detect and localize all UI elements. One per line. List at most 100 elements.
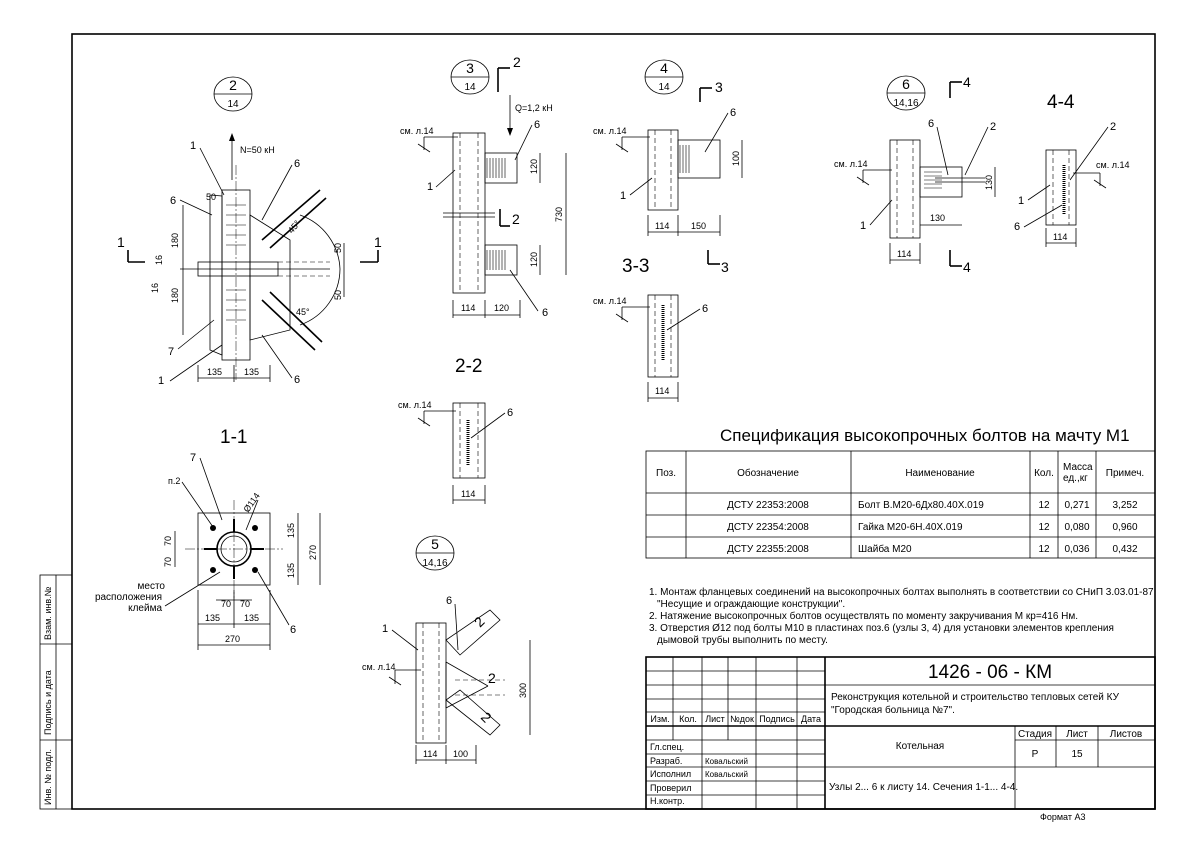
node-6-dim-130-h: 130 (930, 213, 945, 223)
s44-pos-1: 1 (1018, 195, 1024, 207)
s11-marker-line1: место (138, 581, 166, 592)
node-5-dim-300: 300 (518, 683, 528, 698)
node-5-pos-2-m: 2 (488, 670, 496, 686)
spec-r1-mass: 0,271 (1064, 500, 1089, 511)
spec-h-note: Примеч. (1106, 468, 1144, 479)
node-4-pos-6: 6 (730, 107, 736, 119)
stamp-role-4: Проверил (650, 783, 691, 793)
stamp-sheet-title: Узлы 2... 6 к листу 14. Сечения 1-1... 4… (829, 782, 1018, 793)
node-3-number: 3 (466, 60, 474, 76)
s11-dim-70-r: 70 (240, 599, 250, 609)
node-3-dim-730: 730 (554, 207, 564, 222)
node-2-dim-50-r2: 50 (333, 290, 343, 300)
node-3-dim-120: 120 (494, 303, 509, 313)
cut-1-right: 1 (374, 234, 382, 250)
spec-r2-designation: ДСТУ 22354:2008 (727, 522, 809, 533)
note-line-1: 1. Монтаж фланцевых соединений на высоко… (649, 586, 1154, 598)
stamp-object: Котельная (896, 741, 944, 752)
node-4-pos-1: 1 (620, 190, 626, 202)
s33-dim-114: 114 (655, 386, 669, 396)
spec-table: Спецификация высокопрочных болтов на мач… (645, 426, 1156, 559)
spec-r1-name: Болт В.М20-6Дх80.40Х.019 (858, 500, 984, 511)
node-6-sheet: 14,16 (893, 98, 918, 109)
s11-dim-70-t: 70 (163, 536, 173, 546)
stamp-stage-h: Стадия (1018, 729, 1052, 740)
node-2-pos-6-bottom: 6 (294, 374, 300, 386)
s33-see-sheet: см. л.14 (593, 296, 626, 306)
side-stamp-signature: Подпись и дата (43, 670, 53, 735)
section-2-2: 2-2 см. л.14 6 114 (398, 356, 513, 504)
node-2-number: 2 (229, 77, 237, 93)
s44-see-sheet: см. л.14 (1096, 160, 1129, 170)
node-3-pos-1: 1 (427, 181, 433, 193)
node-5-pos-1: 1 (382, 623, 388, 635)
stamp-col-kol: Кол. (679, 714, 697, 724)
node-3-cut-b: 2 (512, 211, 520, 227)
spec-h-pos: Поз. (656, 468, 676, 479)
note-line-2: "Несущие и ограждающие конструкции". (657, 599, 845, 610)
node-5-dim-100: 100 (453, 749, 468, 759)
spec-r3-note: 0,432 (1112, 544, 1137, 555)
stamp-name-3: Ковальский (705, 770, 748, 779)
section-1-1-title: 1-1 (220, 427, 247, 448)
notes: 1. Монтаж фланцевых соединений на высоко… (649, 586, 1154, 646)
node-5-number: 5 (431, 536, 439, 552)
node-4-dim-100: 100 (731, 151, 741, 166)
node-5-pos-6: 6 (446, 595, 452, 607)
section-3-3: 3-3 3 см. л.14 6 114 (593, 250, 729, 402)
spec-r1-note: 3,252 (1112, 500, 1137, 511)
node-2-dim-180-bottom: 180 (170, 288, 180, 303)
s11-dia114: Ø114 (241, 491, 261, 514)
section-1-1: 1-1 135 135 70 70 270 135 135 270 (95, 427, 321, 650)
stamp-project-1: Реконструкция котельной и строительство … (831, 692, 1120, 703)
node-2-dim-16-top: 16 (154, 255, 164, 265)
s11-dim-270-b: 270 (225, 634, 240, 644)
stamp-col-ndoc: №док (730, 714, 754, 724)
spec-r1-designation: ДСТУ 22353:2008 (727, 500, 809, 511)
stamp-role-3: Исполнил (650, 769, 691, 779)
s22-dim-114: 114 (461, 489, 475, 499)
node-2: 2 14 N=50 кН 45° 45° (117, 76, 382, 387)
spec-r3-qty: 12 (1038, 544, 1050, 555)
node-4-dim-114: 114 (655, 221, 669, 231)
node-2-dim-135-l: 135 (207, 367, 222, 377)
node-2-dim-180-top: 180 (170, 233, 180, 248)
spec-r1-qty: 12 (1038, 500, 1050, 511)
sheet-frame (71, 33, 1156, 810)
section-4-4-title: 4-4 (1047, 92, 1075, 113)
node-2-pos-1-bottom: 1 (158, 375, 164, 387)
stamp-code: 1426 - 06 - КМ (928, 662, 1052, 683)
node-2-dim-135-r: 135 (244, 367, 259, 377)
node-3-dim-120-t: 120 (529, 159, 539, 174)
node-6-pos-2: 2 (990, 121, 996, 133)
node-6: 6 14,16 4 4 см. л.14 1 6 2 130 130 114 (834, 74, 996, 275)
stamp-sheet-h: Лист (1066, 729, 1088, 740)
s11-pos-7: 7 (190, 452, 196, 464)
s44-pos-6: 6 (1014, 221, 1020, 233)
node-3-cut: 2 (513, 54, 521, 70)
spec-h-designation: Обозначение (737, 467, 799, 479)
node-3-pos-6-b: 6 (542, 307, 548, 319)
spec-h-qty: Кол. (1034, 468, 1054, 479)
node-3: 3 14 2 2 Q=1,2 кН см. л.14 120 120 730 (400, 54, 567, 319)
stamp-sheets-h: Листов (1110, 729, 1143, 740)
node-5-pos-2-b: 2 (478, 709, 495, 726)
section-3-3-cut: 3 (721, 259, 729, 275)
s22-see-sheet: см. л.14 (398, 400, 431, 410)
node-3-pos-6-t: 6 (534, 119, 540, 131)
node-6-dim-130-v: 130 (984, 175, 994, 190)
note-line-3: 2. Натяжение высокопрочных болтов осущес… (649, 610, 1078, 622)
s22-pos-6: 6 (507, 407, 513, 419)
node-6-dim-114: 114 (897, 249, 911, 259)
s44-pos-2: 2 (1110, 121, 1116, 133)
spec-h-name: Наименование (905, 468, 975, 479)
stamp-col-list: Лист (705, 714, 725, 724)
s11-dim-135-r: 135 (244, 613, 259, 623)
node-4: 4 14 3 см. л.14 1 6 100 114 150 (593, 59, 743, 236)
spec-r2-qty: 12 (1038, 522, 1050, 533)
s11-dim-70-l: 70 (221, 599, 231, 609)
s11-dim-135-t: 135 (286, 523, 296, 538)
node-3-dim-114: 114 (461, 303, 475, 313)
spec-r2-note: 0,960 (1112, 522, 1137, 533)
